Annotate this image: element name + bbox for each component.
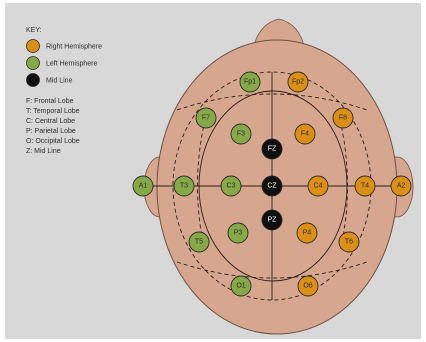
key-abbreviations: F: Frontal Lobe T: Temporal Lobe C: Centra… xyxy=(26,98,80,155)
electrode-label: T6 xyxy=(345,239,353,246)
electrode-pz: PZ xyxy=(261,209,283,231)
electrode-marker xyxy=(230,275,252,297)
electrode-marker xyxy=(230,123,252,145)
electrode-label: O1 xyxy=(236,283,245,290)
electrode-label: A2 xyxy=(397,183,406,190)
electrode-p3: P3 xyxy=(227,222,249,244)
electrode-marker xyxy=(390,175,412,197)
electrode-a2: A2 xyxy=(390,175,412,197)
key-swatch xyxy=(26,56,40,70)
electrode-marker xyxy=(220,175,242,197)
electrode-label: A1 xyxy=(139,183,148,190)
electrode-c4: C4 xyxy=(307,175,329,197)
electrode-label: F3 xyxy=(237,131,245,138)
electrode-label: C4 xyxy=(314,183,323,190)
frontal-arc xyxy=(176,93,368,111)
key-item-label: Right Hemisphere xyxy=(46,44,102,51)
key-item-label: Mid Line xyxy=(46,78,73,85)
electrode-o1: O1 xyxy=(230,275,252,297)
electrode-fp1: Fp1 xyxy=(239,71,261,93)
key-item-label: Left Hemisphere xyxy=(46,61,97,68)
key-swatch xyxy=(26,39,40,53)
electrode-fp2: Fp2 xyxy=(287,71,309,93)
electrode-marker xyxy=(294,123,316,145)
occipital-arc xyxy=(176,261,368,279)
electrode-f3: F3 xyxy=(230,123,252,145)
electrode-label: T3 xyxy=(180,183,188,190)
electrode-marker xyxy=(261,209,283,231)
key-item-mid: Mid Line xyxy=(26,73,73,87)
right-temporal-arc xyxy=(339,119,348,253)
electrode-label: C3 xyxy=(227,183,236,190)
electrode-marker xyxy=(261,138,283,160)
electrode-label: Fp2 xyxy=(292,79,304,86)
key-item-left: Left Hemisphere xyxy=(26,56,97,70)
electrode-marker xyxy=(354,175,376,197)
key-item-right: Right Hemisphere xyxy=(26,39,102,53)
electrode-marker xyxy=(132,175,154,197)
electrode-t3: T3 xyxy=(173,175,195,197)
electrode-label: F4 xyxy=(301,131,309,138)
abbreviation-line: Z: Mid Line xyxy=(26,148,61,155)
electrode-label: T5 xyxy=(195,239,203,246)
electrode-marker xyxy=(261,175,283,197)
electrode-marker xyxy=(332,107,354,129)
key-title: KEY: xyxy=(26,27,42,34)
abbreviation-line: C: Central Lobe xyxy=(26,118,75,125)
electrode-label: F7 xyxy=(202,115,210,122)
key-swatch xyxy=(26,73,40,87)
electrode-t4: T4 xyxy=(354,175,376,197)
electrode-marker xyxy=(195,107,217,129)
electrode-p4: P4 xyxy=(296,222,318,244)
electrode-marker xyxy=(227,222,249,244)
electrode-marker xyxy=(297,275,319,297)
electrode-marker xyxy=(307,175,329,197)
electrode-label: O6 xyxy=(303,283,312,290)
electrode-label: T4 xyxy=(361,183,369,190)
electrode-cz: CZ xyxy=(261,175,283,197)
electrode-t5: T5 xyxy=(188,231,210,253)
electrode-marker xyxy=(173,175,195,197)
abbreviation-line: F: Frontal Lobe xyxy=(26,98,74,105)
abbreviation-line: T: Temporal Lobe xyxy=(26,108,80,115)
electrode-marker xyxy=(296,222,318,244)
electrode-c3: C3 xyxy=(220,175,242,197)
left-temporal-arc xyxy=(197,119,206,253)
electrode-label: CZ xyxy=(267,183,277,190)
electrode-marker xyxy=(338,231,360,253)
electrode-f8: F8 xyxy=(332,107,354,129)
electrode-label: FZ xyxy=(268,146,277,153)
abbreviation-line: O: Occipital Lobe xyxy=(26,138,80,145)
electrode-marker xyxy=(188,231,210,253)
electrode-label: P3 xyxy=(234,230,243,237)
electrode-o6: O6 xyxy=(297,275,319,297)
electrode-label: PZ xyxy=(268,217,278,224)
electrode-marker xyxy=(239,71,261,93)
electrode-label: Fp1 xyxy=(244,79,256,86)
electrode-label: F8 xyxy=(339,115,347,122)
electrode-label: P4 xyxy=(303,230,312,237)
electrode-f7: F7 xyxy=(195,107,217,129)
electrode-t6: T6 xyxy=(338,231,360,253)
abbreviation-line: P: Parietal Lobe xyxy=(26,128,76,135)
electrode-fz: FZ xyxy=(261,138,283,160)
electrode-f4: F4 xyxy=(294,123,316,145)
electrode-marker xyxy=(287,71,309,93)
electrode-a1: A1 xyxy=(132,175,154,197)
